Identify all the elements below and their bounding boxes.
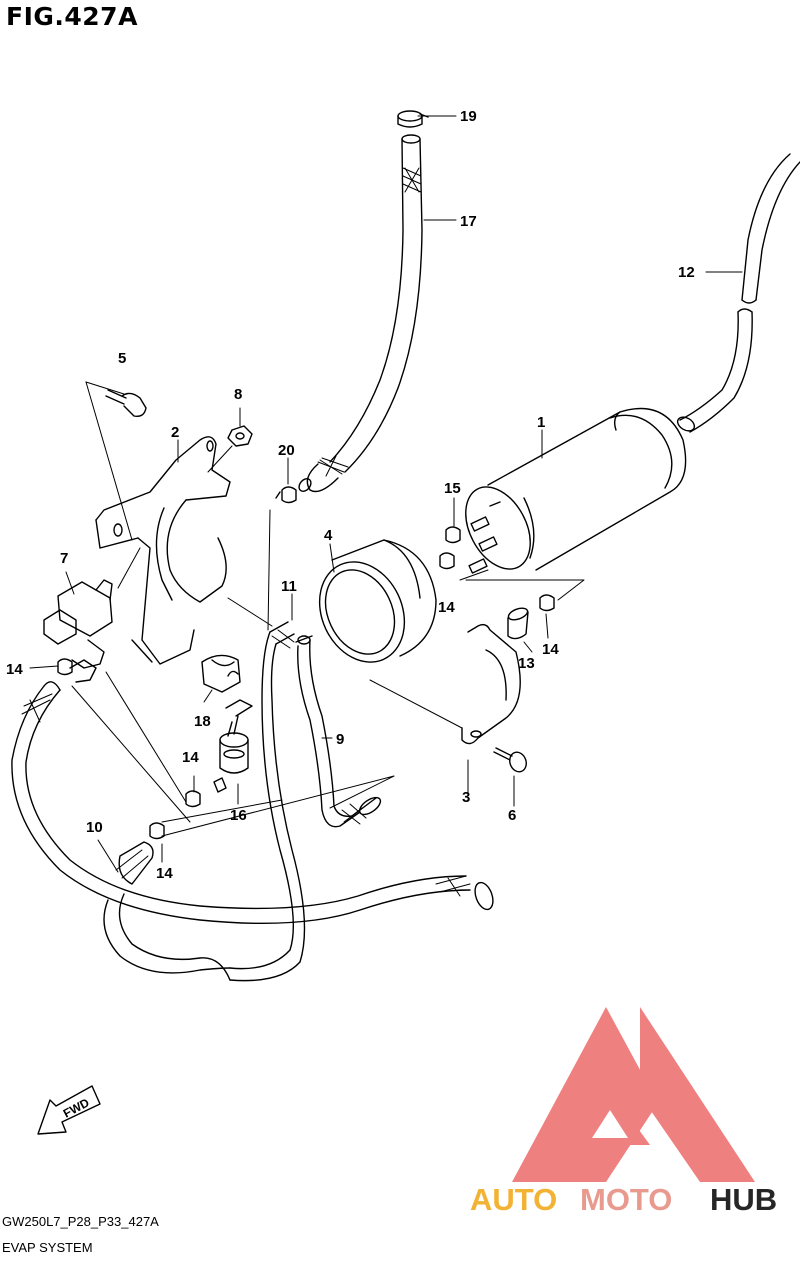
callout-16: 16	[230, 807, 247, 824]
valve-7	[43, 579, 113, 683]
cap-13	[507, 607, 529, 640]
figure-name: EVAP SYSTEM	[2, 1240, 93, 1255]
callout-12: 12	[678, 264, 695, 281]
callout-1: 1	[537, 414, 545, 431]
callout-8: 8	[234, 386, 242, 403]
watermark-logo	[512, 1007, 755, 1182]
callout-5: 5	[118, 350, 126, 367]
callout-14-right: 14	[542, 641, 559, 658]
bracket-2	[95, 436, 231, 665]
clamps-canister	[439, 526, 555, 612]
clamps-left	[57, 658, 201, 840]
holder-4	[318, 539, 437, 663]
figure-title: FIG.427A	[6, 2, 138, 31]
fwd-arrow	[37, 1085, 101, 1135]
bolt-5	[105, 389, 147, 418]
callout-2: 2	[171, 424, 179, 441]
callout-3: 3	[462, 789, 470, 806]
callout-13: 13	[518, 655, 535, 672]
callout-10: 10	[86, 819, 103, 836]
callout-9: 9	[336, 731, 344, 748]
watermark-word-auto: AUTO	[470, 1182, 557, 1217]
canister-1	[465, 407, 687, 574]
hose-10	[11, 681, 494, 981]
watermark-word-hub: HUB	[710, 1182, 777, 1217]
nut-8	[227, 425, 253, 447]
hose-17	[298, 134, 423, 493]
screw-6	[493, 747, 527, 773]
callout-4: 4	[324, 527, 333, 544]
callout-7: 7	[60, 550, 68, 567]
watermark-word-moto: MOTO	[580, 1182, 672, 1217]
figure-code: GW250L7_P28_P33_427A	[2, 1214, 159, 1229]
hose-12	[676, 153, 800, 433]
bracket-3	[461, 623, 521, 745]
joint-16	[213, 699, 253, 793]
watermark-wordmark: AUTO MOTO HUB	[470, 1182, 777, 1217]
callout-18: 18	[194, 713, 211, 730]
callout-20: 20	[278, 442, 295, 459]
hose-9	[295, 635, 382, 828]
clamp-19	[397, 110, 429, 128]
callout-11: 11	[281, 578, 297, 595]
callout-14-bottom: 14	[156, 865, 173, 882]
callout-14-left: 14	[6, 661, 23, 678]
callout-15: 15	[444, 480, 461, 497]
callout-6: 6	[508, 807, 516, 824]
callout-17: 17	[460, 213, 477, 230]
callout-14-middle: 14	[182, 749, 199, 766]
callout-14-canister: 14	[438, 599, 455, 616]
leader-lines	[29, 115, 743, 873]
clamp-20	[275, 486, 297, 504]
callout-19: 19	[460, 108, 477, 125]
callout-labels: 19 17 12 1 5 8 2 20 15 4 7 11 14 14 13 1…	[6, 108, 695, 882]
clip-18	[201, 654, 241, 693]
hose-11	[229, 621, 306, 982]
